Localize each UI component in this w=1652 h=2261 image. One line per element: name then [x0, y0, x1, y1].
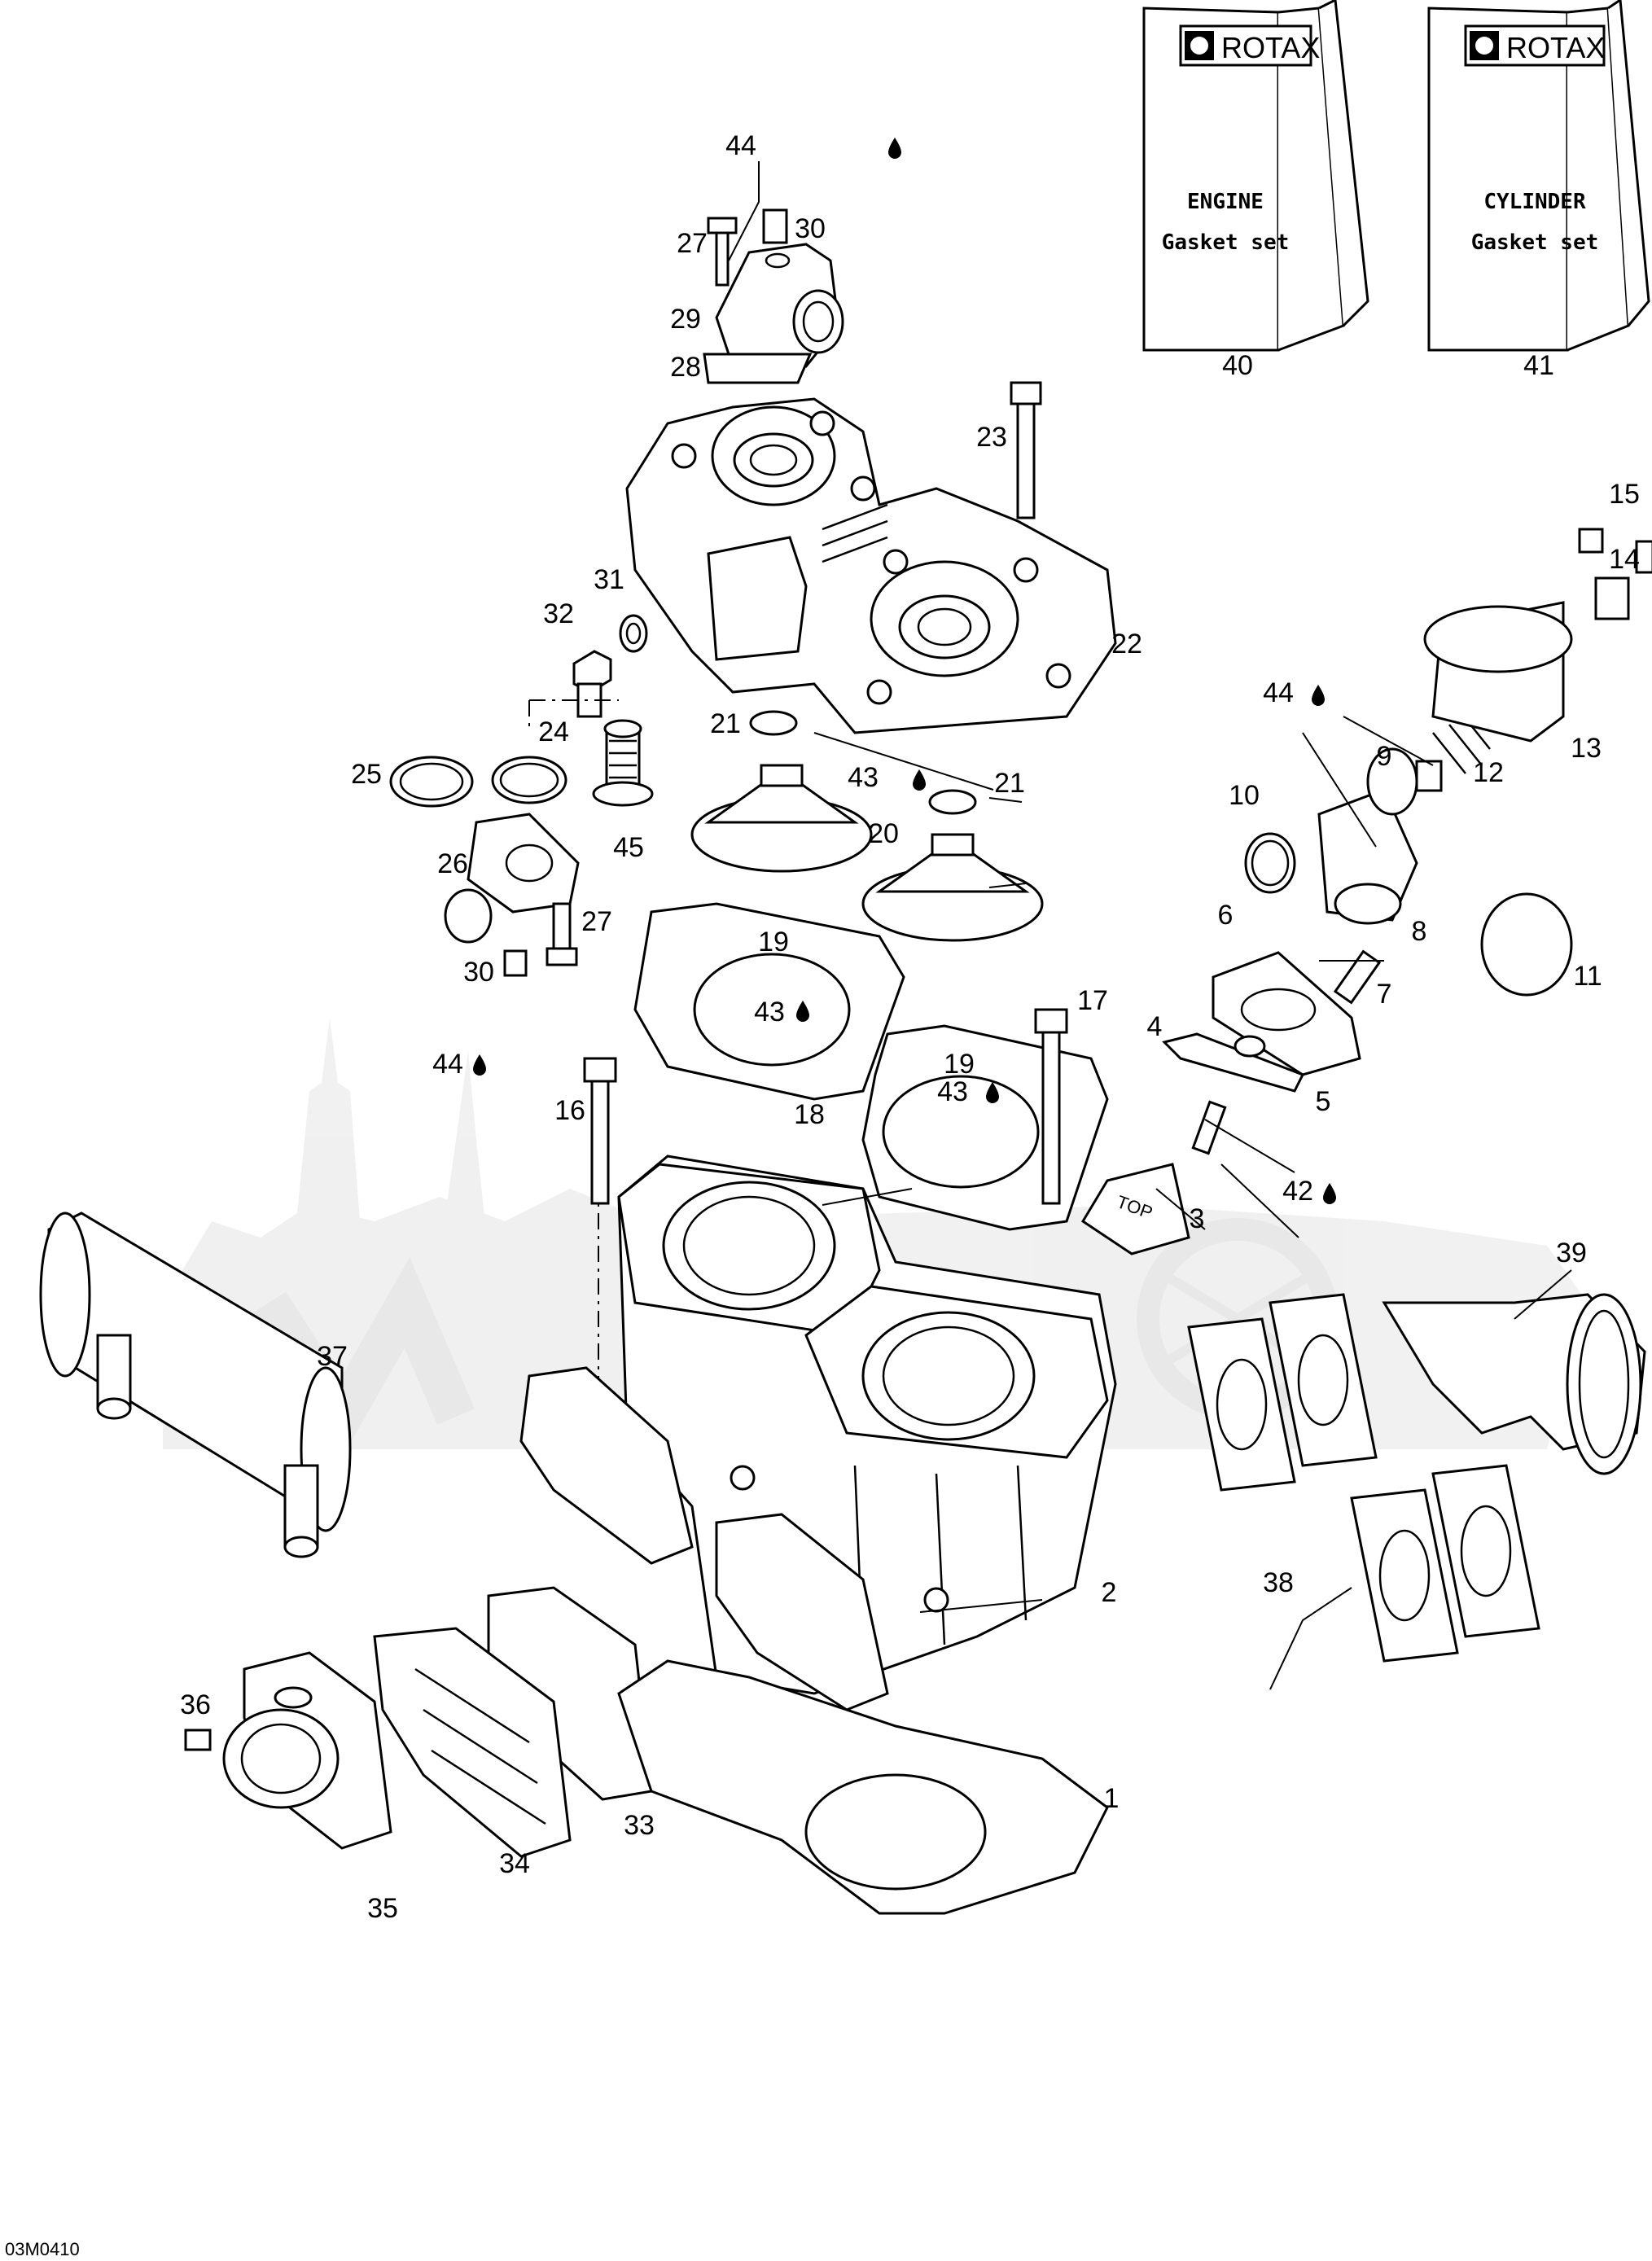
callout-26: 26 — [437, 848, 468, 879]
callout-27-left: 27 — [581, 906, 612, 937]
cylinder-gasket-set-kit: ROTAX CYLINDER Gasket set 41 — [1427, 0, 1650, 381]
callout-30-left: 30 — [463, 957, 494, 988]
callout-11: 11 — [1573, 961, 1602, 992]
callout-20: 20 — [868, 818, 899, 849]
callout-19-right: 19 — [944, 1049, 975, 1080]
callout-35: 35 — [367, 1893, 398, 1924]
callout-27-top: 27 — [677, 228, 708, 259]
leader-lines — [728, 161, 1572, 1690]
callout-13: 13 — [1571, 733, 1602, 764]
callout-9: 9 — [1377, 741, 1392, 772]
callout-28: 28 — [670, 352, 701, 383]
water-outlet-fitting — [703, 208, 844, 384]
rave-valve-assembly: TOP — [1080, 949, 1382, 1255]
callout-39: 39 — [1556, 1238, 1587, 1269]
callout-43-low: 43 — [937, 1076, 968, 1107]
callout-3: 3 — [1190, 1203, 1205, 1234]
callout-42: 42 — [1282, 1176, 1313, 1207]
cylinder-head — [625, 397, 1117, 734]
callout-37: 37 — [317, 1341, 348, 1372]
callout-16: 16 — [554, 1095, 585, 1126]
water-outlet-elbow — [444, 813, 580, 977]
kit-40-title: ENGINE — [1187, 190, 1264, 214]
callout-15: 15 — [1609, 479, 1640, 510]
callout-21-top: 21 — [710, 708, 741, 739]
callout-33: 33 — [624, 1810, 655, 1841]
head-gasket-left — [633, 902, 905, 1101]
callout-36: 36 — [180, 1689, 211, 1720]
kit-40-brand: ROTAX — [1221, 31, 1320, 64]
callout-43-top: 43 — [848, 762, 879, 793]
callout-19-left: 19 — [758, 927, 789, 957]
thermostat — [592, 719, 654, 807]
combustion-domes — [690, 764, 1044, 942]
callout-38: 38 — [1263, 1567, 1294, 1598]
bolt-23 — [1010, 381, 1042, 519]
callout-18: 18 — [794, 1099, 825, 1130]
diagram-code: 03M0410 — [5, 2239, 80, 2259]
valve-cover-assembly — [1244, 528, 1652, 997]
exhaust-gaskets — [1187, 1293, 1540, 1663]
callout-45: 45 — [613, 832, 644, 863]
callout-10: 10 — [1229, 780, 1260, 811]
callout-30-top: 30 — [795, 213, 826, 244]
callout-numbers: 44 27 30 29 28 23 31 32 22 21 24 25 43 2… — [180, 130, 1640, 1924]
callout-43-mid: 43 — [754, 997, 785, 1028]
engine-gasket-set-kit: ROTAX ENGINE Gasket set 40 — [1142, 0, 1369, 381]
callout-21-right: 21 — [994, 768, 1025, 799]
callout-2: 2 — [1102, 1577, 1117, 1608]
intake-assembly — [184, 1366, 889, 1858]
callout-44-top: 44 — [725, 130, 756, 161]
kit-41-subtitle: Gasket set — [1471, 230, 1599, 255]
kit-41-title: CYLINDER — [1483, 190, 1586, 214]
callout-17: 17 — [1077, 985, 1108, 1016]
callout-29: 29 — [670, 304, 701, 335]
callout-4: 4 — [1147, 1011, 1163, 1042]
callout-25: 25 — [351, 759, 382, 790]
callout-31: 31 — [594, 564, 624, 595]
callout-22: 22 — [1111, 629, 1142, 659]
callout-41: 41 — [1523, 350, 1554, 381]
kit-40-subtitle: Gasket set — [1162, 230, 1290, 255]
exhaust-manifold — [39, 1212, 352, 1558]
callout-1: 1 — [1104, 1783, 1120, 1814]
callout-24: 24 — [538, 716, 569, 747]
callout-32: 32 — [543, 598, 574, 629]
callout-40: 40 — [1222, 350, 1253, 381]
seal-rings — [389, 710, 977, 815]
callout-5: 5 — [1316, 1086, 1331, 1117]
callout-12: 12 — [1473, 757, 1504, 788]
head-gasket-right — [861, 1024, 1109, 1231]
drain-plug — [572, 614, 648, 718]
callout-34: 34 — [499, 1848, 530, 1879]
callout-6: 6 — [1218, 900, 1234, 931]
base-gasket — [617, 1659, 1109, 1915]
callout-8: 8 — [1412, 916, 1427, 947]
kit-41-brand: ROTAX — [1506, 31, 1605, 64]
callout-44-left: 44 — [432, 1049, 463, 1080]
stud-bolts — [583, 1008, 1068, 1205]
exhaust-pipe — [1382, 1293, 1646, 1475]
callout-23: 23 — [976, 422, 1007, 453]
callout-44-right: 44 — [1263, 677, 1294, 708]
callout-14: 14 — [1609, 544, 1640, 575]
callout-7: 7 — [1377, 979, 1392, 1010]
